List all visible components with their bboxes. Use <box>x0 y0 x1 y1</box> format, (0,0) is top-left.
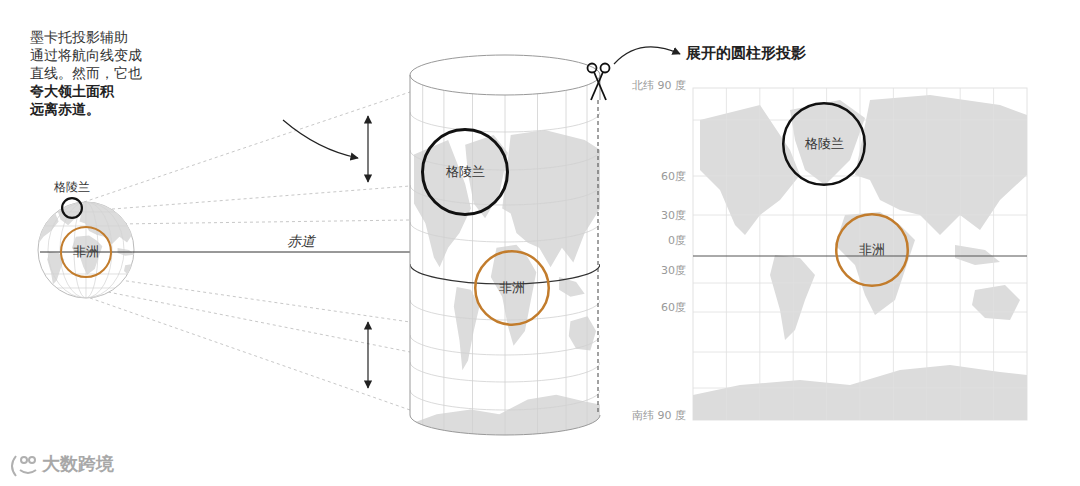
cylinder <box>410 55 600 95</box>
projection-guide <box>90 298 410 410</box>
globe <box>18 191 145 315</box>
projection-guide <box>84 92 410 202</box>
latitude-label: 60度 <box>661 299 686 317</box>
circle-outline <box>836 214 908 286</box>
region-circle: 格陵兰 <box>782 102 866 186</box>
latitude-label: 30度 <box>661 262 686 280</box>
cylinder <box>410 300 600 320</box>
cylinder <box>566 75 567 440</box>
annotation-arrow <box>614 47 680 64</box>
globe <box>48 202 124 298</box>
cylinder <box>587 75 588 440</box>
region-label: 格陵兰 <box>446 164 485 180</box>
flat-map <box>693 88 1027 420</box>
region-circle: 非洲 <box>60 226 112 278</box>
latitude-label: 南纬 90 度 <box>632 407 686 425</box>
scissors-icon <box>601 64 610 73</box>
latitude-label: 30度 <box>661 207 686 225</box>
region-label: 非洲 <box>73 244 99 260</box>
region-circle: 格陵兰 <box>61 197 83 219</box>
region-label: 格陵兰 <box>52 180 92 194</box>
globe <box>38 288 134 289</box>
watermark-icon <box>12 456 16 476</box>
cylinder <box>410 75 600 440</box>
region-circle: 非洲 <box>474 250 550 326</box>
projection-guide <box>118 220 410 224</box>
note-emphasis: 夸大领土面积 远离赤道。 <box>30 82 121 118</box>
annotation-arrow <box>283 47 680 388</box>
cylinder <box>410 335 600 355</box>
region-circle: 格陵兰 <box>421 128 509 216</box>
globe <box>18 191 145 315</box>
watermark-icon <box>29 457 35 463</box>
scissors-icon <box>588 64 610 101</box>
region-label: 非洲 <box>859 242 885 258</box>
flat-map <box>960 88 961 420</box>
flat-map <box>693 312 1027 313</box>
watermark-icon <box>20 470 36 473</box>
cylinder <box>410 75 411 415</box>
globe <box>38 202 134 298</box>
flat-map <box>693 176 1027 177</box>
annotation-arrow <box>367 116 368 182</box>
flat-map <box>793 88 794 420</box>
scissors-icon <box>588 64 597 73</box>
globe <box>38 212 134 213</box>
flat-map <box>926 88 927 420</box>
cylinder <box>410 390 600 410</box>
circle-outline <box>475 251 549 325</box>
cylinder <box>410 362 600 382</box>
cylinder <box>537 75 538 440</box>
watermark: 大数跨境 <box>42 455 114 473</box>
scissors-icon <box>594 72 606 100</box>
equator-label: 赤道 <box>285 232 317 250</box>
flat-map <box>726 88 727 420</box>
flat-map <box>993 88 994 420</box>
flat-map <box>693 88 1027 420</box>
circle-outline <box>61 227 111 277</box>
flat-map <box>693 388 1027 389</box>
cylinder <box>443 75 444 440</box>
flat-map <box>693 88 1027 420</box>
globe <box>38 274 134 275</box>
projection-guide <box>100 186 410 210</box>
cylinder <box>422 75 423 440</box>
flat-map <box>693 120 1027 121</box>
latitude-label: 0度 <box>668 232 686 250</box>
flat-map <box>893 88 894 420</box>
note-text: 墨卡托投影辅助 通过将航向线变成 直线。然而，它也 <box>30 28 144 82</box>
cylinder <box>598 100 599 413</box>
region-label: 格陵兰 <box>805 136 844 152</box>
latitude-label: 60度 <box>661 168 686 186</box>
cylinder <box>410 55 600 449</box>
circle-outline <box>423 130 508 215</box>
panel-heading: 展开的圆柱形投影 <box>686 44 806 62</box>
projection-guide <box>108 292 410 352</box>
flat-map <box>693 352 1027 353</box>
circle-outline <box>62 198 82 218</box>
cylinder <box>505 75 506 440</box>
latitude-label: 北纬 90 度 <box>632 77 686 95</box>
annotation-arrow <box>283 120 358 158</box>
watermark-icon <box>12 456 36 476</box>
cylinder <box>410 415 600 435</box>
region-circle: 非洲 <box>835 213 909 287</box>
circle-outline <box>61 197 83 219</box>
annotation-arrow <box>367 322 368 388</box>
region-label: 非洲 <box>499 280 525 296</box>
circle-outline <box>783 103 865 185</box>
cylinder <box>410 222 600 242</box>
projection-guide <box>120 280 410 322</box>
flat-map <box>759 88 760 420</box>
globe <box>18 191 145 315</box>
cylinder <box>410 75 600 449</box>
watermark-icon <box>21 457 27 463</box>
cylinder <box>410 112 600 132</box>
scissors-icon <box>591 72 603 100</box>
